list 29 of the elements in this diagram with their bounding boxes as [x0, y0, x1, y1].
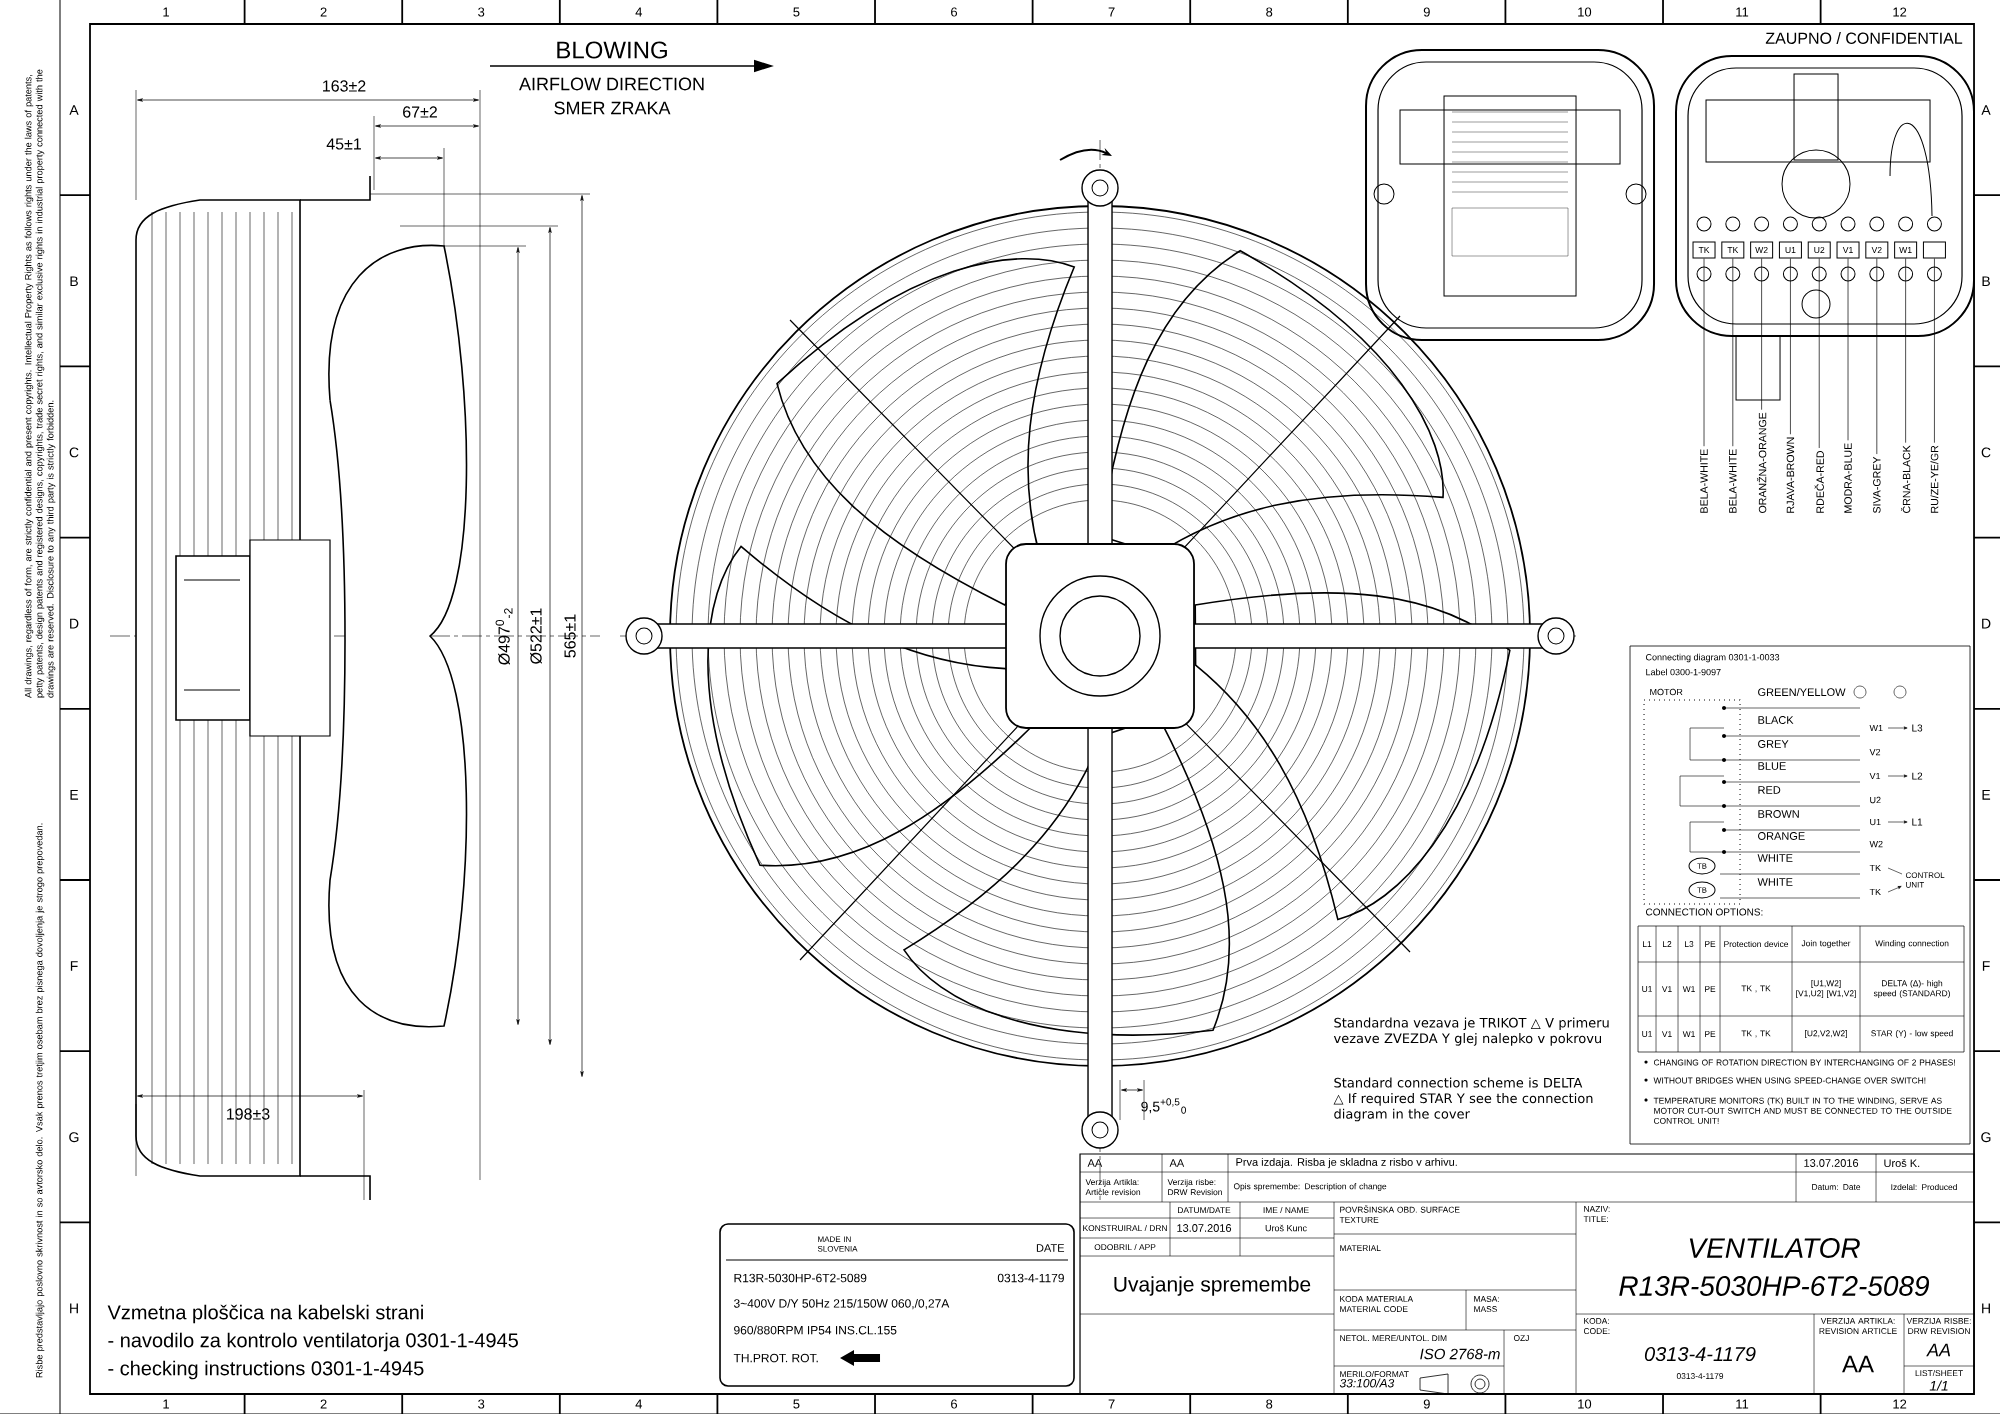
leader-line: [1818, 258, 1820, 449]
leader-line: [1905, 258, 1906, 444]
dimension-value: 163±2: [323, 80, 366, 92]
leader-line: [1703, 258, 1705, 447]
leader-line: [1761, 258, 1762, 411]
terminal: [1922, 241, 1946, 259]
drawing-title: R13R-5030HP-6T2-5089: [1619, 1276, 1930, 1296]
dimension-value: 67±2: [403, 106, 437, 118]
note-text: Vzmetna ploščica na kabelski strani: [107, 1304, 423, 1324]
drawing-title: VENTILATOR: [1689, 1238, 1860, 1258]
leader-line: [1847, 258, 1849, 441]
airflow-caption: SMER ZRAKA: [554, 101, 671, 115]
table-cell: Uvajanje spremembe: [1114, 1276, 1311, 1296]
table-cell: AA: [1926, 1343, 1951, 1357]
dimension-value: Ø522±1: [530, 608, 542, 664]
dimension-value: 45±1: [326, 138, 361, 150]
leader-line: [1790, 258, 1791, 435]
note-text: - checking instructions 0301-1-4945: [108, 1360, 424, 1380]
leader-line: [1934, 258, 1935, 444]
confidential-note: ZAUPNO / CONFIDENTIAL: [1765, 32, 1963, 44]
table-cell: AA: [1842, 1355, 1874, 1373]
dimension-value: 198±3: [227, 1108, 270, 1120]
table-cell: 0313-4-1179: [1644, 1346, 1756, 1362]
dimension-value: 565±1: [564, 614, 576, 658]
airflow-heading: BLOWING: [557, 41, 667, 59]
leader-line: [1732, 258, 1734, 447]
leader-line: [1876, 258, 1878, 455]
note-text: - navodilo za kontrolo ventilatorja 0301-1-4945: [108, 1332, 518, 1352]
airflow-caption: AIRFLOW DIRECTION: [519, 77, 704, 91]
